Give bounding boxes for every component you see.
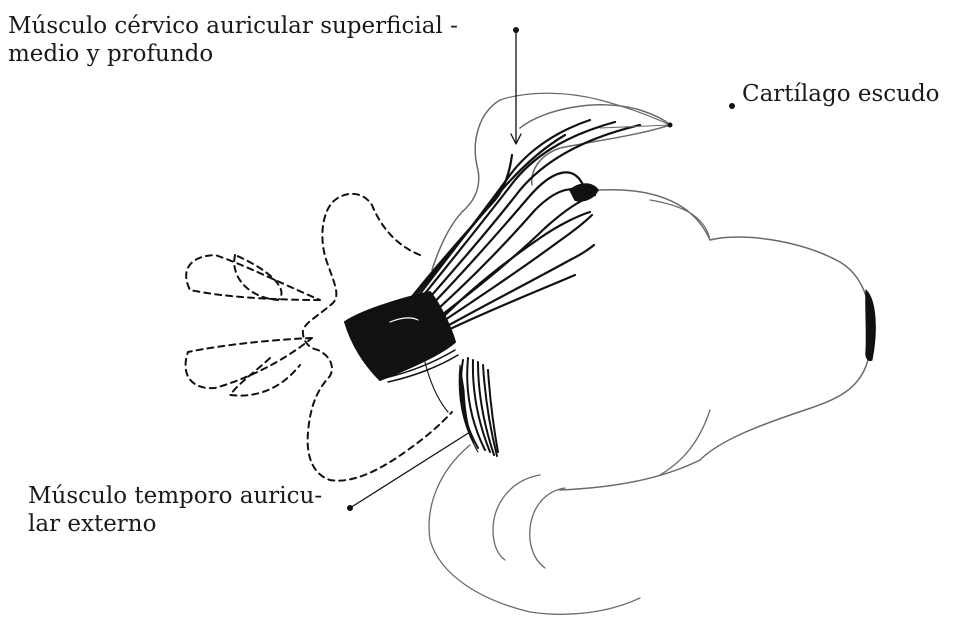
- leader-dot-cartilage-end: [668, 123, 673, 128]
- jaw-outline: [660, 410, 710, 475]
- head-outline: [560, 190, 871, 490]
- neck-fold-2: [530, 488, 565, 568]
- temporo-muscle-dark-edge: [459, 365, 478, 452]
- neck-fold-1: [493, 475, 540, 560]
- skin-fold-outline: [432, 100, 500, 270]
- temporo-auricular-muscle: [461, 358, 498, 456]
- ear-inner-lower-dashed: [230, 358, 300, 396]
- muscle-attachment-block: [345, 292, 455, 380]
- leader-dot-cervico: [513, 27, 519, 33]
- neck-outline: [429, 445, 640, 614]
- label-temporo-line1: Músculo temporo auricu-: [28, 482, 322, 510]
- ear-lobe-lower-dashed: [186, 338, 312, 388]
- ear-inner-upper-dashed: [234, 255, 281, 300]
- cartilage-dorsal-line: [500, 93, 670, 125]
- leader-dot-cartilage: [729, 103, 735, 109]
- cartilage-outline: [520, 105, 670, 185]
- label-cartilago-escudo: Cartílago escudo: [742, 80, 940, 108]
- label-cervico-line2: medio y profundo: [8, 40, 458, 68]
- label-cervico-auricular: Músculo cérvico auricular superficial - …: [8, 12, 458, 68]
- leader-line-temporo: [350, 432, 470, 508]
- label-temporo-auricular: Músculo temporo auricu- lar externo: [28, 482, 322, 538]
- label-temporo-line2: lar externo: [28, 510, 322, 538]
- leader-dot-temporo: [347, 505, 353, 511]
- label-cervico-line1: Músculo cérvico auricular superficial -: [8, 12, 458, 40]
- cartilage-knot: [570, 184, 598, 201]
- eye-mark: [866, 290, 876, 361]
